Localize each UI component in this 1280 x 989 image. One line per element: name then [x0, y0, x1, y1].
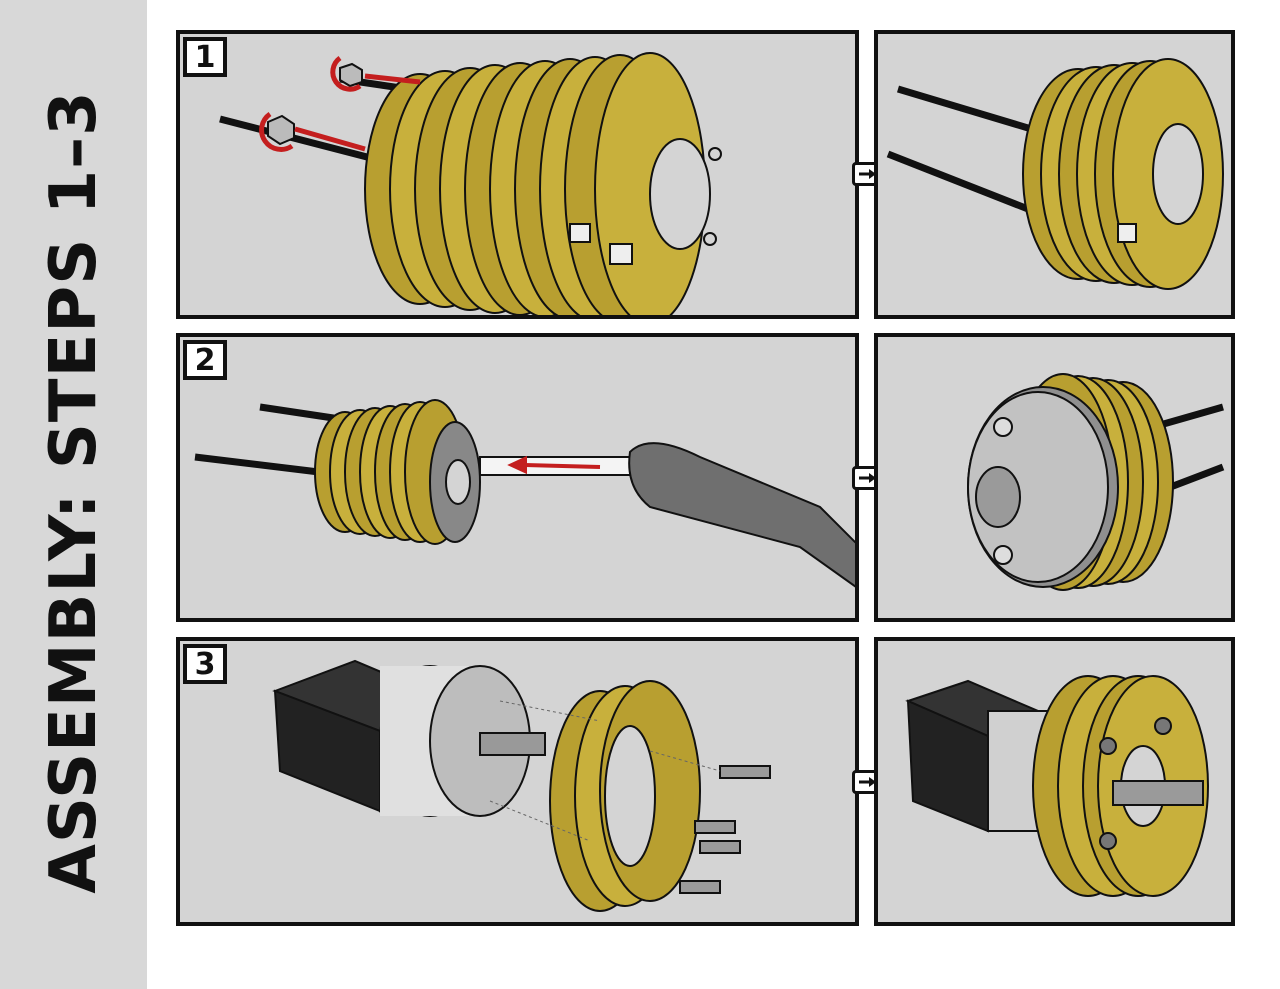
step-3-before-panel: 3: [176, 637, 859, 926]
step-number-badge: 2: [183, 340, 227, 380]
alignment-lines: [489, 700, 721, 842]
sidebar: ASSEMBLY: STEPS 1–3: [0, 0, 147, 989]
nut: [339, 62, 363, 88]
step-1-before-panel: 1: [176, 30, 859, 319]
push-arrow: [507, 455, 601, 475]
nut: [267, 114, 295, 146]
step-1-after-panel: [874, 30, 1235, 319]
step-3-after-illustration: [905, 675, 1209, 897]
step-2-after-illustration: [967, 373, 1225, 591]
step-2-after-panel: [874, 333, 1235, 622]
step-number-badge: 3: [183, 644, 227, 684]
step-number-badge: 1: [183, 37, 227, 77]
tighten-arrows: [259, 55, 421, 152]
step-1-before-illustration: [219, 52, 722, 315]
page-title: ASSEMBLY: STEPS 1–3: [37, 90, 111, 894]
step-2-before-illustration: [194, 399, 855, 588]
step-3-after-panel: [874, 637, 1235, 926]
step-3-before-illustration: [272, 659, 771, 912]
step-1-after-illustration: [886, 58, 1224, 290]
step-2-before-panel: 2: [176, 333, 859, 622]
